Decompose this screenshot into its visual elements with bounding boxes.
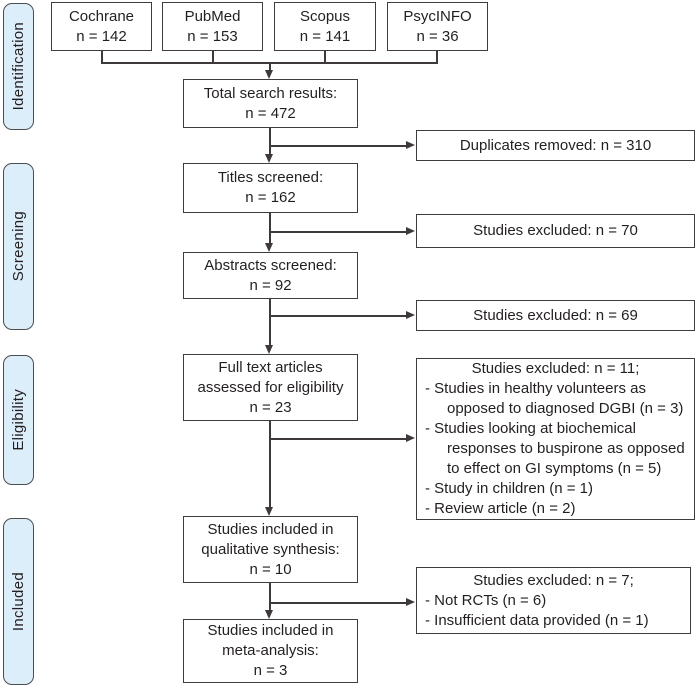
stage-included: Included bbox=[3, 518, 34, 685]
titles-line-1: Titles screened: bbox=[217, 169, 324, 186]
stage-screening: Screening bbox=[3, 163, 34, 330]
source-box-psycinfo: PsycINFO n = 36 bbox=[387, 2, 488, 51]
connector-abstracts-to-fulltext bbox=[269, 299, 271, 346]
excluded-fulltext-reason-line: to effect on GI symptoms (n = 5) bbox=[447, 460, 662, 477]
flow-box-qualitative-synthesis: Studies included in qualitative synthesi… bbox=[183, 516, 358, 583]
stage-screening-label: Screening bbox=[10, 211, 27, 282]
exclusion-box-abstracts: Studies excluded: n = 69 bbox=[416, 300, 695, 331]
source-pubmed-count: n = 153 bbox=[187, 27, 238, 45]
arrowhead-down-icon bbox=[265, 610, 273, 619]
source-psycinfo-name: PsycINFO bbox=[403, 7, 472, 25]
flow-box-total-search-results: Total search results: n = 472 bbox=[183, 79, 358, 128]
source-cochrane-name: Cochrane bbox=[68, 7, 135, 25]
exclusion-box-duplicates: Duplicates removed: n = 310 bbox=[416, 130, 695, 161]
abstracts-line-1: Abstracts screened: bbox=[204, 256, 337, 274]
excluded-abstracts-text: Studies excluded: n = 69 bbox=[473, 306, 638, 324]
connector-bus-to-total bbox=[269, 62, 271, 71]
connector-branch-duplicates bbox=[269, 145, 407, 147]
exclusion-box-fulltext: Studies excluded: n = 11; - Studies in h… bbox=[416, 358, 695, 520]
duplicates-text: Duplicates removed: n = 310 bbox=[459, 136, 652, 154]
titles-line-2: n = 162 bbox=[245, 189, 296, 206]
stage-identification: Identification bbox=[3, 3, 34, 130]
connector-total-to-titles bbox=[269, 128, 271, 155]
source-scopus-name: Scopus bbox=[299, 7, 351, 25]
connector-stub-psycinfo bbox=[436, 51, 438, 62]
fulltext-line-1: Full text articles bbox=[218, 358, 323, 376]
flow-box-titles-screened: Titles screened: n = 162 bbox=[183, 163, 358, 213]
arrowhead-down-icon bbox=[265, 243, 273, 252]
exclusion-box-qualitative: Studies excluded: n = 7; - Not RCTs (n =… bbox=[416, 567, 691, 634]
excluded-qualitative-reason-line: - Insufficient data provided (n = 1) bbox=[425, 611, 649, 629]
total-line-2: n = 472 bbox=[245, 104, 296, 122]
arrowhead-right-icon bbox=[406, 434, 415, 442]
excluded-fulltext-reason-line: - Study in children (n = 1) bbox=[425, 480, 593, 497]
excluded-fulltext-title: Studies excluded: n = 11; bbox=[471, 360, 640, 377]
connector-branch-excluded-11 bbox=[269, 438, 407, 440]
excluded-fulltext-reason-line: opposed to diagnosed DGBI (n = 3) bbox=[447, 400, 684, 417]
total-line-1: Total search results: bbox=[203, 84, 338, 102]
connector-fulltext-to-qualitative bbox=[269, 421, 271, 508]
arrowhead-down-icon bbox=[265, 154, 273, 163]
excluded-fulltext-reason-line: - Studies in healthy volunteers as bbox=[425, 380, 646, 397]
arrowhead-down-icon bbox=[265, 345, 273, 354]
qualitative-line-3: n = 10 bbox=[249, 560, 292, 578]
stage-included-label: Included bbox=[10, 571, 27, 632]
abstracts-line-2: n = 92 bbox=[249, 276, 292, 294]
connector-titles-to-abstracts bbox=[269, 213, 271, 244]
qualitative-line-1: Studies included in bbox=[207, 520, 334, 538]
fulltext-line-2: assessed for eligibility bbox=[197, 378, 344, 396]
flow-box-abstracts-screened: Abstracts screened: n = 92 bbox=[183, 252, 358, 299]
arrowhead-right-icon bbox=[406, 598, 415, 606]
arrowhead-right-icon bbox=[406, 141, 415, 149]
connector-qualitative-to-meta bbox=[269, 583, 271, 611]
excluded-fulltext-reason-line: - Review article (n = 2) bbox=[425, 500, 576, 517]
excluded-fulltext-reason-line: - Studies looking at biochemical bbox=[425, 420, 636, 437]
fulltext-line-3: n = 23 bbox=[249, 398, 292, 416]
connector-stub-cochrane bbox=[101, 51, 103, 62]
source-box-cochrane: Cochrane n = 142 bbox=[51, 2, 152, 51]
stage-eligibility-label: Eligibility bbox=[10, 389, 27, 451]
flow-box-fulltext-assessed: Full text articles assessed for eligibil… bbox=[183, 354, 358, 421]
excluded-fulltext-reason-line: responses to buspirone as opposed bbox=[447, 440, 685, 457]
stage-identification-label: Identification bbox=[10, 22, 27, 111]
connector-branch-excluded-69 bbox=[269, 315, 407, 317]
meta-line-3: n = 3 bbox=[253, 662, 288, 679]
connector-branch-excluded-7 bbox=[269, 602, 407, 604]
connector-stub-scopus bbox=[324, 51, 326, 62]
excluded-titles-text: Studies excluded: n = 70 bbox=[473, 222, 638, 239]
connector-branch-excluded-70 bbox=[269, 231, 407, 233]
stage-eligibility: Eligibility bbox=[3, 355, 34, 485]
meta-line-2: meta-analysis: bbox=[222, 642, 319, 659]
source-psycinfo-count: n = 36 bbox=[416, 27, 459, 45]
source-box-pubmed: PubMed n = 153 bbox=[162, 2, 263, 51]
excluded-qualitative-title: Studies excluded: n = 7; bbox=[473, 571, 634, 589]
flow-box-meta-analysis: Studies included in meta-analysis: n = 3 bbox=[183, 619, 358, 683]
source-scopus-count: n = 141 bbox=[299, 27, 351, 45]
meta-line-1: Studies included in bbox=[207, 622, 334, 639]
qualitative-line-2: qualitative synthesis: bbox=[201, 540, 340, 558]
arrowhead-down-icon bbox=[265, 507, 273, 516]
arrowhead-right-icon bbox=[406, 311, 415, 319]
exclusion-box-titles: Studies excluded: n = 70 bbox=[416, 214, 695, 248]
arrowhead-right-icon bbox=[406, 227, 415, 235]
excluded-qualitative-reason-line: - Not RCTs (n = 6) bbox=[425, 591, 547, 609]
source-pubmed-name: PubMed bbox=[184, 7, 241, 25]
source-box-scopus: Scopus n = 141 bbox=[274, 2, 376, 51]
connector-stub-pubmed bbox=[212, 51, 214, 62]
arrowhead-down-icon bbox=[265, 70, 273, 79]
source-cochrane-count: n = 142 bbox=[76, 27, 127, 45]
